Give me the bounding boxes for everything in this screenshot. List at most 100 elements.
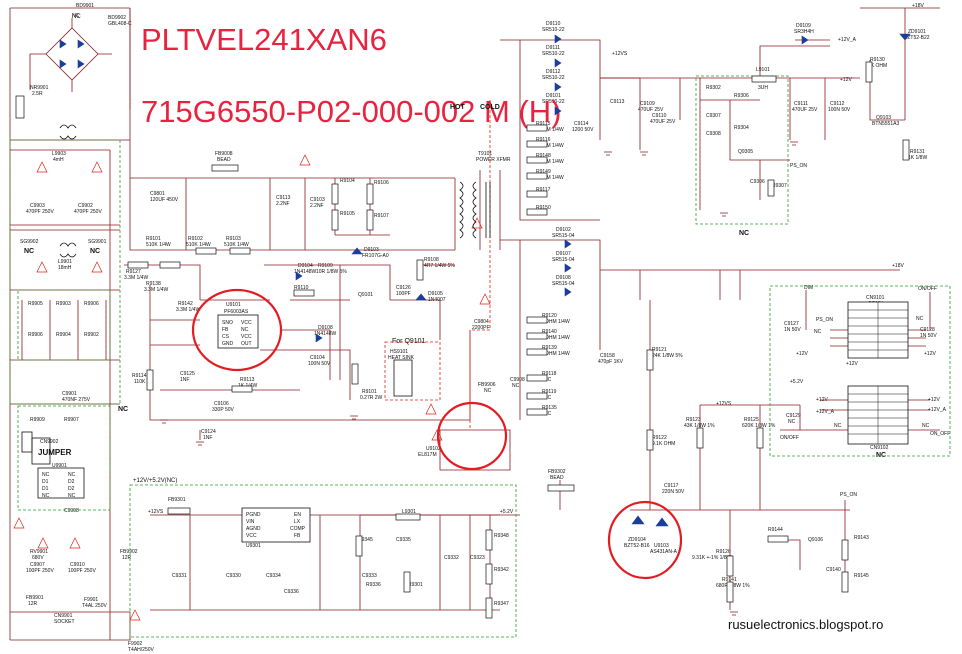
component-label: R9115 [536, 121, 551, 127]
component-label: R9304 [734, 125, 749, 131]
component-label: D9108 [318, 325, 333, 331]
component-label: NC [72, 13, 80, 19]
component-label: R9113 [240, 377, 255, 383]
nc-opt-label: NC [739, 230, 750, 237]
component-label: D9104 [298, 263, 313, 269]
component-label: 470PF 250V [26, 209, 54, 215]
site-credit[interactable]: rusuelectronics.blogspot.ro [728, 617, 884, 632]
component-label: R9109 [318, 263, 333, 269]
component-label: FB9901 [26, 595, 44, 601]
component-label: BTN5551A3 [872, 121, 900, 127]
u9101-pin-out: OUT [241, 341, 252, 347]
component-label: C9801 [150, 191, 165, 197]
wire-network [9, 7, 940, 641]
component-label: ZD9101 [908, 29, 926, 35]
board-part-number: 715G6550-P02-000-002 M (H) [141, 94, 562, 129]
component-label: 680V [32, 555, 44, 561]
component-label: 470pF 1KV [598, 359, 624, 365]
component-label: R9116 [536, 137, 551, 143]
component-label: R9127 [126, 269, 141, 275]
component-label: +12V [796, 351, 808, 357]
component-label: +12V [928, 397, 940, 403]
component-label: R9141 [722, 577, 737, 583]
component-label: R9144 [768, 527, 783, 533]
component-label: 9.31K +-1% 1/8W [692, 555, 732, 561]
component-label: 120UF 450V [150, 197, 179, 203]
component-label: HS9101 [390, 349, 409, 355]
component-label: C9332 [444, 555, 459, 561]
component-label: C9110 [652, 113, 667, 119]
model-title: PLTVEL241XAN6 [141, 22, 387, 57]
component-label: BZT52-B22 [904, 35, 930, 41]
hot-side-label: HOT [450, 104, 465, 111]
component-label: FB9302 [548, 469, 566, 475]
component-label: POWER XFMR [476, 157, 511, 163]
component-label: R9143 [854, 535, 869, 541]
component-label: HEAT SINK [388, 355, 414, 361]
component-label: 2.2NF [276, 201, 290, 207]
component-label: 2.5R [32, 91, 43, 97]
u9301-pin-comp: COMP [290, 526, 306, 532]
component-label: L9901 [58, 259, 72, 265]
component-label: 470UF 25V [792, 107, 818, 113]
circle-u9101 [191, 288, 283, 372]
component-label: NC [916, 316, 924, 322]
component-label: C9113 [276, 195, 291, 201]
component-label: FB9906 [478, 382, 496, 388]
component-label: 470PF 250V [74, 209, 102, 215]
component-label: 18mH [58, 265, 72, 271]
component-label: BD9901 [76, 3, 95, 9]
component-label: C9901 [62, 391, 77, 397]
component-label: 43K 1/8W 1% [684, 423, 715, 429]
component-label: 1N 50V [784, 327, 801, 333]
component-label: 100N 50V [828, 107, 851, 113]
component-label: PS_ON [790, 163, 807, 169]
component-label: R9902 [84, 332, 99, 338]
component-label: SR510-22 [542, 99, 565, 105]
component-glyphs [15, 61, 910, 619]
component-label: C9140 [826, 567, 841, 573]
component-label: 510K 1/4W [186, 242, 211, 248]
component-label: 470UF 25V [638, 107, 664, 113]
u9101-pin-sno: SNO [222, 320, 233, 326]
component-label: R9345 [358, 537, 373, 543]
component-label: C9106 [214, 401, 229, 407]
u9101-pin-gnd: GND [222, 341, 234, 347]
component-label: 12R [28, 601, 38, 607]
component-label: C9903 [30, 203, 45, 209]
component-label: Q9103 [876, 115, 892, 121]
component-label: BEAD [550, 475, 564, 481]
u9901-pin-4: NC [42, 493, 50, 499]
ic-pin-labels: GND CS FB SNO OUT VCC NC VCC PGND VIN AG… [42, 320, 306, 539]
component-label: ON/OFF [918, 286, 937, 292]
u9301-pin-pgnd: PGND [246, 512, 261, 518]
component-label: R9904 [56, 332, 71, 338]
component-label: C9129 [786, 413, 801, 419]
component-label: C9334 [266, 573, 281, 579]
component-label: R9135 [542, 405, 557, 411]
component-label: C9128 [920, 327, 935, 333]
component-label: 100N 50V [308, 361, 331, 367]
nc-filter-box [9, 139, 121, 405]
component-label: C9323 [470, 555, 485, 561]
component-label: R9114 [132, 373, 147, 379]
component-label: 9.1K OHM [652, 441, 676, 447]
u9901-pin-5: NC [68, 493, 76, 499]
component-label: 1K 1/8W [908, 155, 928, 161]
component-label: 1200 50V [572, 127, 594, 133]
component-label: R9102 [188, 236, 203, 242]
ic-packages [21, 301, 909, 543]
component-label: C9103 [310, 197, 325, 203]
component-label: R9122 [652, 435, 667, 441]
component-label: R9123 [686, 417, 701, 423]
u9301-pin-lx: LX [294, 519, 301, 525]
five-volt-box [129, 484, 517, 638]
component-label: D9107 [556, 251, 571, 257]
component-label: R9104 [340, 178, 355, 184]
component-label: ON_OFF [930, 431, 951, 437]
component-label: +12V [846, 361, 858, 367]
component-label: L9101 [756, 67, 770, 73]
u9101-pin-nc: NC [241, 327, 249, 333]
